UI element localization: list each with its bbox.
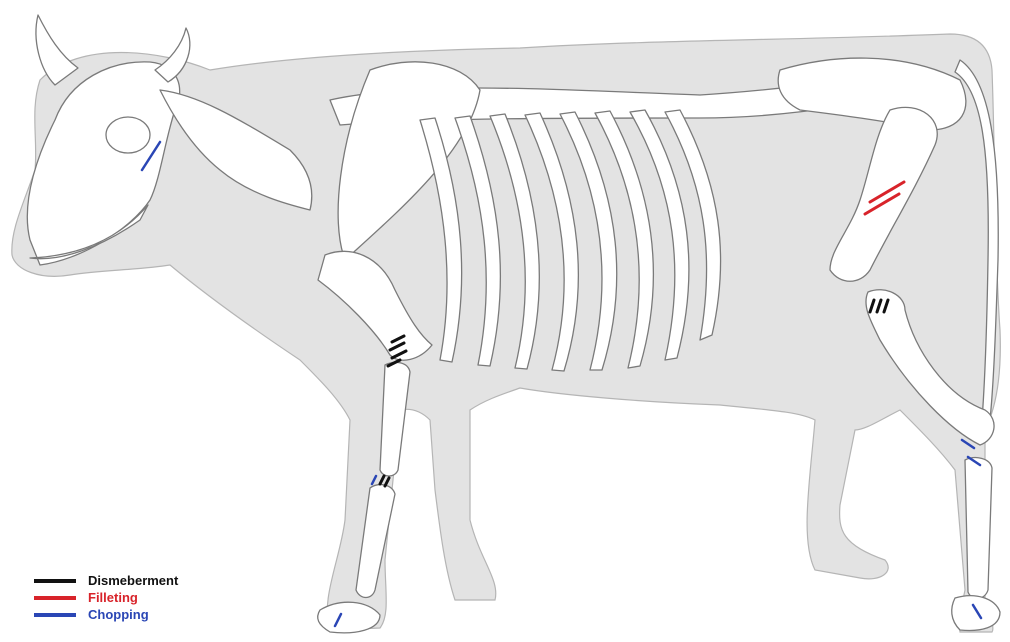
hind-hoof xyxy=(952,596,1000,631)
radius xyxy=(380,362,410,476)
legend-label-chopping: Chopping xyxy=(88,606,149,623)
fore-hoof xyxy=(318,602,380,633)
legend-swatch-filleting xyxy=(34,596,76,600)
legend-item-chopping: Chopping xyxy=(34,606,194,623)
legend-label-dismemberment: Dismeberment xyxy=(88,572,178,589)
legend-item-filleting: Filleting xyxy=(34,589,194,606)
legend-swatch-chopping xyxy=(34,613,76,617)
hind-metatarsal xyxy=(965,458,992,599)
legend-label-filleting: Filleting xyxy=(88,589,138,606)
legend-item-dismemberment: Dismeberment xyxy=(34,572,194,589)
eye-socket xyxy=(106,117,150,153)
legend: Dismeberment Filleting Chopping xyxy=(34,572,194,623)
legend-swatch-dismemberment xyxy=(34,579,76,583)
